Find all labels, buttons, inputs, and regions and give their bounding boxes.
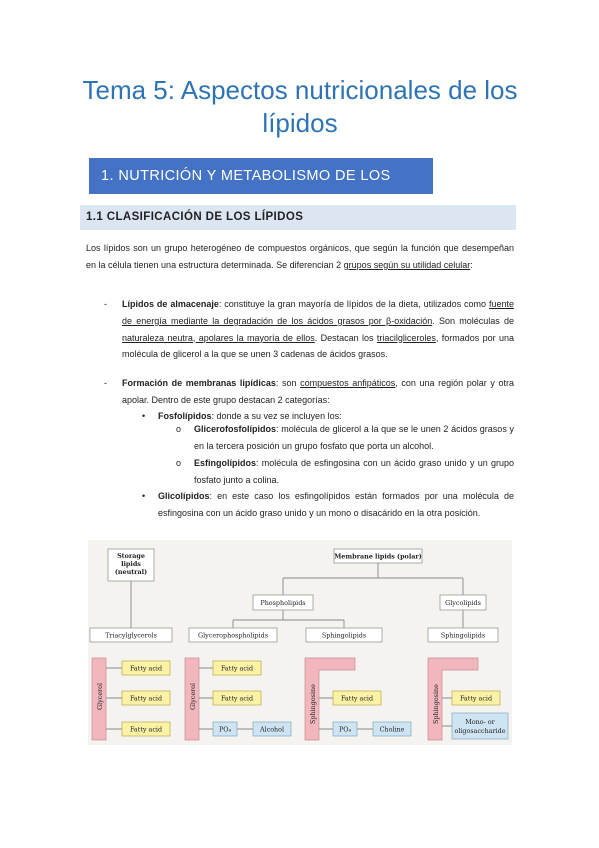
subsection-heading: 1.1 CLASIFICACIÓN DE LOS LÍPIDOS [80, 205, 516, 230]
bullet-marker: • [142, 411, 146, 421]
intro-paragraph: Los lípidos son un grupo heterogéneo de … [86, 240, 514, 274]
fatty-acid-label: Fatty acid [130, 665, 162, 673]
item-text: , con una región polar y otra apolar. De… [122, 378, 514, 405]
saccharide-label-2: oligosaccharide [454, 727, 505, 735]
phospholipids-label: Phospholipids [260, 599, 305, 607]
phosphate-box [212, 721, 238, 737]
sphingosine-label: Sphingosine [309, 684, 317, 724]
sphingosine-backbone [304, 657, 356, 741]
glycerol-backbone [91, 657, 107, 741]
item-underlined: naturaleza neutra, apolares la mayoría d… [122, 332, 315, 343]
fatty-acid-label: Fatty acid [130, 695, 162, 703]
page-title: Tema 5: Aspectos nutricionales de los lí… [82, 75, 518, 138]
glycerol-label: Glycerol [96, 683, 104, 710]
fatty-acid-box [212, 690, 262, 706]
item-text: : son [275, 378, 301, 388]
triacylglycerols-label: Triacylglycerols [105, 632, 157, 640]
storage-label-3: (neutral) [115, 568, 147, 576]
bond-line [442, 697, 452, 727]
list-item-esfingolipidos: Esfingolípidos: molécula de esfingosina … [194, 455, 514, 489]
storage-label-2: lipids [121, 560, 141, 568]
bond-line [319, 697, 373, 730]
item-text: , formados por una molécula de glicerol … [122, 332, 514, 360]
bond-line [106, 667, 122, 730]
glycerol-backbone [184, 657, 200, 741]
fatty-acid-label: Fatty acid [341, 695, 373, 703]
fatty-acid-box [451, 690, 501, 706]
alcohol-box [252, 721, 292, 737]
list-item-glicolipidos: Glicolípidos: en este caso los esfingolí… [158, 488, 514, 522]
phospholipids-box [252, 594, 314, 611]
item-text: : constituye la gran mayoría de lípidos … [218, 299, 489, 309]
item-text: : molécula de esfingosina con un ácido g… [194, 458, 514, 485]
bullet-marker: • [142, 491, 146, 501]
fatty-acid-box [212, 660, 262, 676]
fatty-acid-box [332, 690, 382, 706]
item-underlined: compuestos anfipáticos [300, 378, 396, 388]
fatty-acid-box [121, 660, 171, 676]
intro-text: Los lípidos son un grupo heterogéneo de … [86, 243, 514, 270]
item-text: : molécula de glicerol a la que se le un… [194, 424, 514, 451]
dash-marker: - [104, 378, 107, 388]
intro-end: : [470, 259, 473, 270]
list-item-glicerofosfolipidos: Glicerofosfolípidos: molécula de glicero… [194, 421, 514, 455]
sphingolipids-label: Sphingolipids [322, 632, 366, 640]
item-term: Lípidos de almacenaje [122, 299, 219, 309]
sphingosine-backbone [427, 657, 479, 741]
glycerophospholipids-box [188, 627, 278, 643]
glycerol-label: Glycerol [189, 683, 197, 710]
saccharide-box [451, 712, 509, 740]
sphingolipids-label-glyco: Sphingolipids [441, 632, 485, 640]
item-text: . Son moléculas de [432, 315, 514, 326]
glycolipids-label: Glycolipids [445, 599, 481, 607]
choline-label: Choline [380, 726, 405, 734]
circle-marker: o [176, 424, 182, 434]
list-item-fosfolipidos: Fosfolípidos: donde a su vez se incluyen… [158, 408, 514, 425]
dash-marker: - [104, 299, 107, 309]
item-underlined: fuente de energía mediante la degradació… [122, 299, 514, 326]
storage-label-1: Storage [117, 552, 145, 560]
saccharide-label-1: Mono- or [465, 718, 495, 726]
item-term: Formación de membranas lipídicas [122, 378, 276, 388]
phosphate-label: PO₄ [219, 726, 232, 734]
item-term: Fosfolípidos [158, 411, 212, 421]
fatty-acid-label: Fatty acid [221, 695, 253, 703]
glycolipids-box [439, 594, 487, 611]
item-term: Glicolípidos [158, 491, 210, 501]
glycerophospholipids-label: Glycerophospholipids [198, 632, 268, 640]
choline-box [372, 721, 412, 737]
section-heading: 1. NUTRICIÓN Y METABOLISMO DE LOS LÍPIDO… [89, 158, 433, 220]
bond-line [199, 667, 253, 730]
item-text: . Destacan los [314, 332, 377, 343]
lipid-classification-diagram: Storage lipids (neutral) Membrane lipids… [88, 540, 512, 745]
sphingolipids-box-glyco [427, 627, 499, 643]
phosphate-box [332, 721, 358, 737]
item-underlined: triacilgliceroles [376, 332, 436, 343]
membrane-lipids-label: Membrane lipids (polar) [334, 553, 422, 561]
phosphate-label: PO₄ [339, 726, 352, 734]
triacylglycerols-box [89, 627, 173, 643]
fatty-acid-label: Fatty acid [130, 726, 162, 734]
item-text: : en este caso los esfingolípidos están … [158, 491, 514, 518]
connector-line [232, 610, 345, 628]
sphingosine-label: Sphingosine [432, 684, 440, 724]
item-term: Glicerofosfolípidos [194, 424, 277, 434]
connector-line [282, 563, 464, 595]
alcohol-label: Alcohol [259, 726, 284, 734]
fatty-acid-box [121, 721, 171, 737]
circle-marker: o [176, 458, 182, 468]
list-item-almacenaje: Lípidos de almacenaje: constituye la gra… [122, 296, 514, 363]
fatty-acid-label: Fatty acid [221, 665, 253, 673]
list-item-membranas: Formación de membranas lipídicas: son co… [122, 375, 514, 409]
storage-lipids-box [107, 548, 155, 582]
intro-underlined: grupos según su utilidad celular [343, 259, 471, 270]
item-term: Esfingolípidos [194, 458, 256, 468]
sphingolipids-box [305, 627, 383, 643]
fatty-acid-label: Fatty acid [460, 695, 492, 703]
item-text: : donde a su vez se incluyen los: [211, 411, 342, 421]
fatty-acid-box [121, 690, 171, 706]
